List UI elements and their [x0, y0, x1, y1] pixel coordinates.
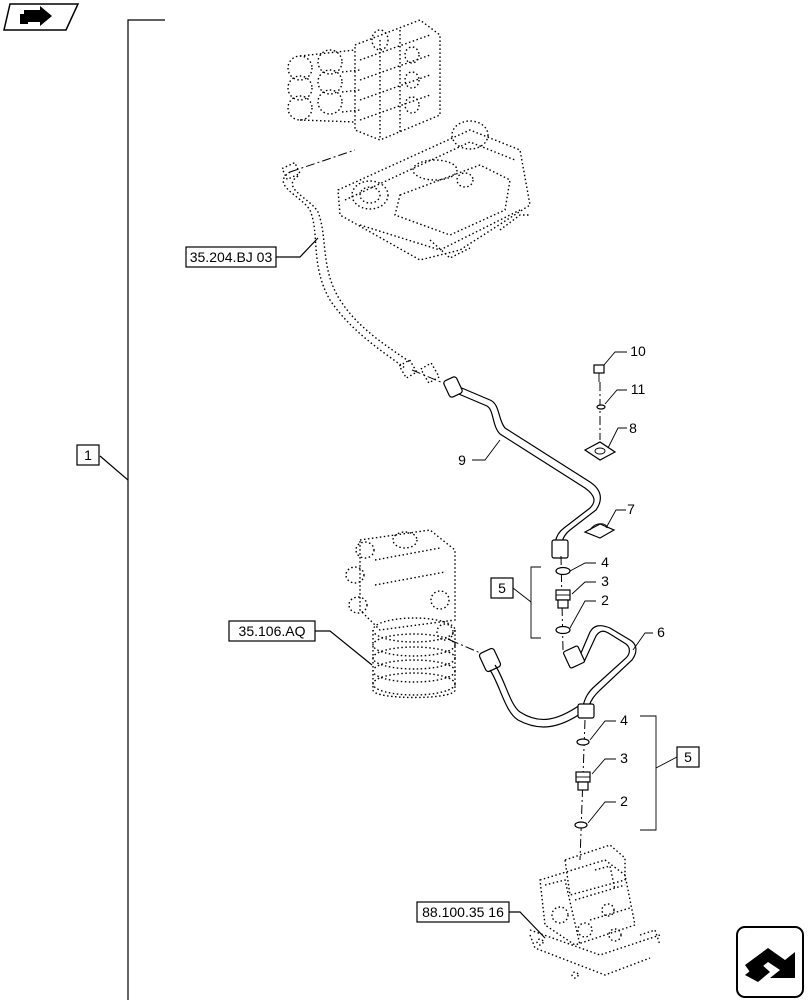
callout-3-lower: 3 — [591, 750, 628, 775]
callout-2-lower: 2 — [587, 793, 628, 824]
svg-text:3: 3 — [601, 573, 609, 589]
callout-6: 6 — [632, 624, 665, 651]
pipe-9 — [443, 376, 601, 559]
svg-text:6: 6 — [657, 624, 665, 640]
bolt-10 — [593, 364, 605, 440]
callout-label: 1 — [84, 447, 92, 463]
pipe-6 — [563, 625, 637, 719]
callout-7: 7 — [605, 501, 635, 529]
kit-bracket-upper: 5 — [490, 566, 541, 639]
callout-11: 11 — [604, 381, 646, 405]
adapter-3-lower — [575, 771, 591, 791]
svg-text:2: 2 — [620, 793, 628, 809]
callout-4-upper: 4 — [569, 554, 609, 572]
svg-text:2: 2 — [601, 592, 609, 608]
svg-text:7: 7 — [627, 501, 635, 517]
filter-housing — [345, 529, 486, 699]
callout-group-1: 1 — [76, 444, 100, 466]
navigation-arrow-icon[interactable] — [3, 3, 80, 31]
washer-11 — [596, 404, 606, 410]
o-ring-4-upper — [555, 566, 571, 576]
svg-text:10: 10 — [630, 343, 646, 359]
svg-text:3: 3 — [620, 750, 628, 766]
callout-3-upper: 3 — [571, 573, 609, 595]
hydraulic-valve-block — [287, 19, 531, 261]
flexible-hose-lower — [478, 647, 584, 728]
svg-text:11: 11 — [631, 381, 646, 397]
svg-text:4: 4 — [620, 712, 628, 728]
reference-box-bottom-valve[interactable]: 88.100.35 16 — [416, 901, 546, 939]
svg-text:9: 9 — [458, 452, 466, 468]
svg-text:8: 8 — [629, 420, 637, 436]
callout-2-upper: 2 — [569, 592, 609, 629]
reference-box-filter[interactable]: 35.106.AQ — [228, 620, 373, 666]
callout-kit-upper: 5 — [498, 580, 506, 596]
callout-kit-lower: 5 — [684, 749, 692, 765]
callout-10: 10 — [603, 343, 646, 366]
next-page-arrow-icon[interactable] — [736, 926, 804, 998]
callout-4-lower: 4 — [589, 712, 628, 741]
svg-text:4: 4 — [601, 554, 609, 570]
callout-9: 9 — [458, 439, 501, 468]
flexible-hose-upper — [281, 161, 456, 389]
callout-8: 8 — [607, 420, 637, 449]
clamp-8 — [583, 441, 617, 461]
reference-label: 88.100.35 16 — [422, 904, 504, 920]
reference-box-hydraulic-block[interactable]: 35.204.BJ 03 — [185, 237, 319, 268]
reference-label: 35.106.AQ — [239, 623, 306, 639]
o-ring-2-upper — [555, 625, 571, 635]
adapter-3-upper — [555, 589, 571, 609]
bottom-valve-body — [529, 844, 661, 979]
o-ring-4-lower — [576, 738, 590, 746]
clamp-7 — [583, 523, 616, 539]
group-bracket — [99, 19, 165, 1000]
kit-bracket-lower: 5 — [640, 715, 700, 831]
o-ring-2-lower — [574, 821, 588, 829]
reference-label: 35.204.BJ 03 — [190, 249, 273, 265]
